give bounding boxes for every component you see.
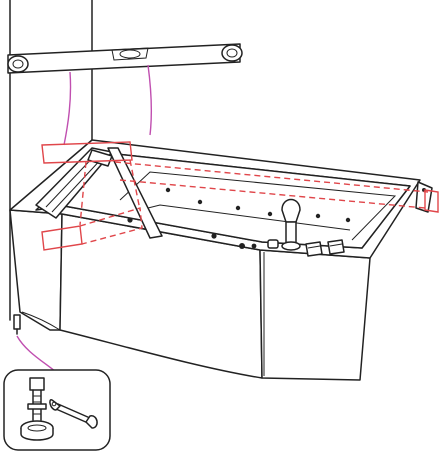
wrench-icon: [49, 399, 98, 429]
foot-detail-inset: [3, 369, 111, 451]
faucet-icon: [267, 198, 301, 251]
level-leader-lines: [63, 64, 153, 146]
wall-corner: [9, 0, 93, 321]
control-knobs: [305, 239, 345, 257]
jet-nozzles: [127, 187, 351, 249]
bathtub-icon: [9, 139, 433, 381]
level-guide-rails: [41, 141, 439, 251]
foot-leader-line: [16, 335, 57, 373]
adjustable-foot-icon: [20, 377, 54, 441]
spirit-level-icon: [7, 43, 243, 74]
